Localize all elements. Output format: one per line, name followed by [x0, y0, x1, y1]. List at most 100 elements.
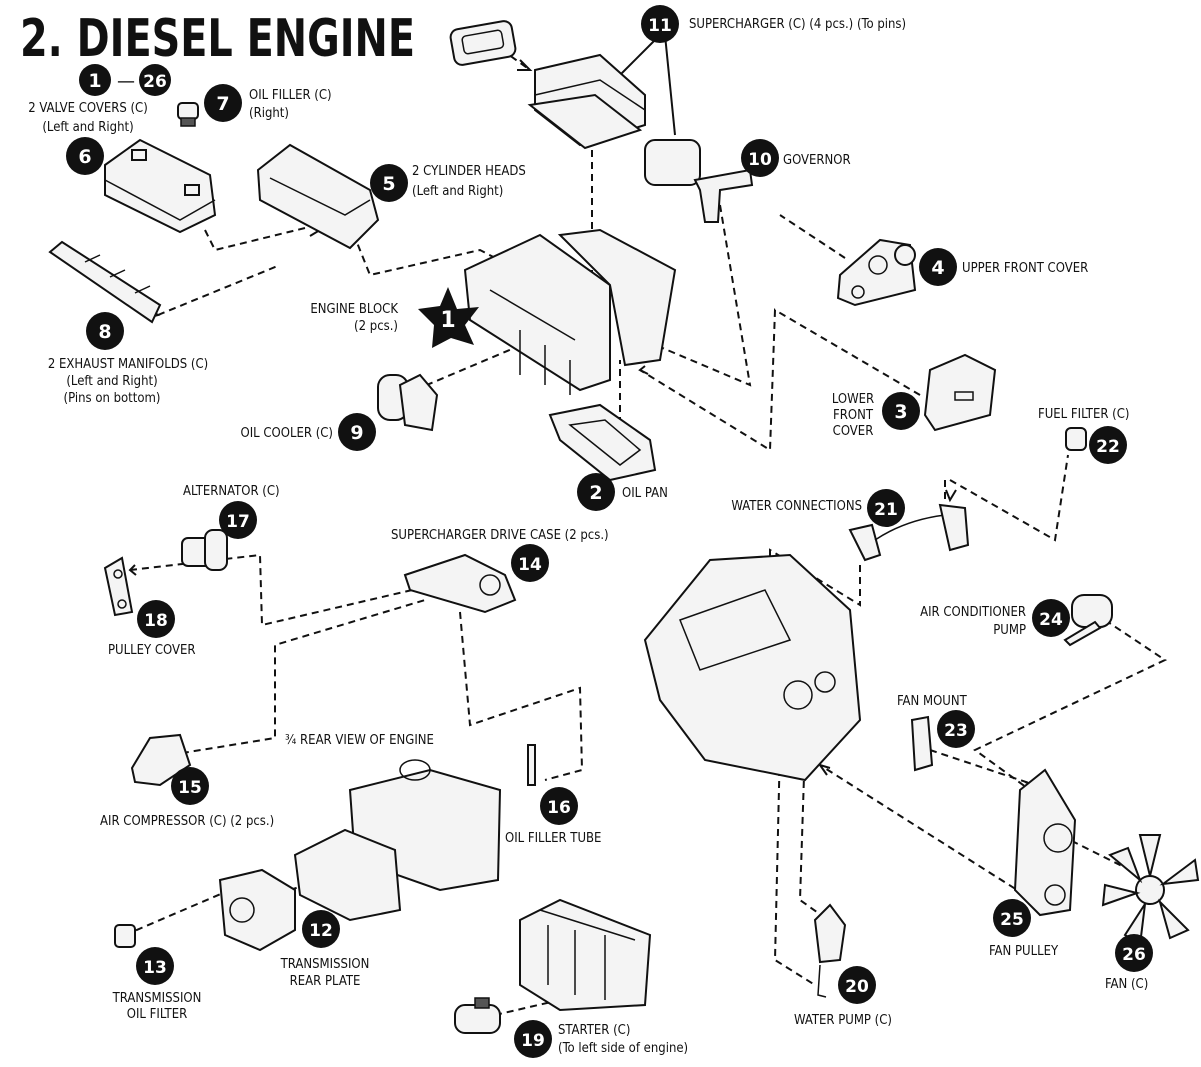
part-16-number: 16 [547, 798, 571, 818]
part-16-label: OIL FILLER TUBE [505, 831, 601, 846]
part-19-number: 19 [521, 1031, 545, 1051]
part-20-number: 20 [845, 977, 869, 997]
part-1-label: ENGINE BLOCK(2 pcs.) [310, 302, 398, 334]
part-6-number: 6 [78, 146, 91, 168]
part-20-label: WATER PUMP (C) [794, 1013, 892, 1028]
part-badges: 1 2 3 4 5 6 7 8 9 10 11 12 13 14 15 16 1… [66, 5, 1153, 1058]
part-21-number: 21 [874, 500, 898, 520]
part-13-badge: 13 [136, 947, 174, 985]
part-15-badge: 15 [171, 767, 209, 805]
part-14-number: 14 [518, 555, 542, 575]
part-23-number: 23 [944, 721, 968, 741]
page-title: 2. DIESEL ENGINE [20, 9, 415, 69]
drawing-exhaust-manifold [48, 240, 162, 324]
part-6-label: 2 VALVE COVERS (C)(Left and Right) [28, 101, 148, 135]
drawing-water-pump [813, 903, 847, 998]
part-8-badge: 8 [86, 312, 124, 350]
part-15-number: 15 [178, 778, 202, 798]
part-18-number: 18 [144, 611, 168, 631]
part-3-badge: 3 [882, 392, 920, 430]
part-13-number: 13 [143, 958, 167, 978]
drawing-fuel-filter [1065, 427, 1087, 451]
range-to: 26 [143, 72, 167, 92]
part-4-badge: 4 [919, 248, 957, 286]
part-1-number: 1 [440, 308, 455, 333]
part-9-number: 9 [350, 422, 363, 444]
drawing-engine-block [463, 228, 677, 395]
part-5-label: 2 CYLINDER HEADS(Left and Right) [412, 164, 526, 199]
part-6-badge: 6 [66, 137, 104, 175]
part-7-label: OIL FILLER (C)(Right) [249, 88, 332, 121]
part-11-badge: 11 [641, 5, 679, 43]
part-16-badge: 16 [540, 787, 578, 825]
drawing-rear-engine [293, 759, 502, 922]
part-22-badge: 22 [1089, 426, 1127, 464]
part-2-label: OIL PAN [622, 486, 668, 501]
part-22-number: 22 [1096, 437, 1120, 457]
part-7-badge: 7 [204, 84, 242, 122]
part-15-label: AIR COMPRESSOR (C) (2 pcs.) [100, 814, 274, 829]
drawing-supercharger-drive-case [403, 553, 517, 614]
part-25-badge: 25 [993, 899, 1031, 937]
part-17-number: 17 [226, 512, 250, 532]
drawing-valve-cover [104, 138, 217, 234]
part-10-badge: 10 [741, 139, 779, 177]
drawing-transmission-rear-plate [218, 868, 296, 952]
part-18-label: PULLEY COVER [108, 643, 196, 658]
part-8-number: 8 [98, 321, 111, 343]
part-22-label: FUEL FILTER (C) [1038, 407, 1129, 422]
drawing-oil-filler [177, 102, 199, 127]
part-10-number: 10 [748, 150, 772, 170]
part-25-number: 25 [1000, 910, 1024, 930]
drawing-fan-pulley [1013, 768, 1077, 917]
part-14-badge: 14 [511, 544, 549, 582]
drawing-oil-filler-tube [527, 744, 536, 786]
drawing-lower-front-cover [923, 353, 997, 432]
drawing-starter-section [519, 898, 652, 1012]
part-5-badge: 5 [370, 164, 408, 202]
part-12-badge: 12 [302, 910, 340, 948]
part-2-badge: 2 [577, 473, 615, 511]
part-3-number: 3 [894, 401, 907, 423]
drawing-upper-front-cover [836, 238, 917, 307]
drawing-starter [454, 997, 501, 1034]
part-7-number: 7 [216, 93, 229, 115]
drawing-governor [693, 168, 754, 223]
part-11-number: 11 [648, 16, 672, 36]
part-1-badge: 1 [418, 287, 479, 348]
part-19-badge: 19 [514, 1020, 552, 1058]
drawing-pulley-cover [103, 556, 134, 617]
part-4-number: 4 [931, 257, 944, 279]
drawing-fan [1101, 834, 1200, 947]
drawing-supercharger-cover [449, 20, 517, 66]
range-dash: — [117, 71, 135, 92]
part-5-number: 5 [382, 173, 395, 195]
part-8-label: 2 EXHAUST MANIFOLDS (C)(Left and Right)(… [48, 357, 208, 406]
part-24-badge: 24 [1032, 599, 1070, 637]
part-21-badge: 21 [867, 489, 905, 527]
range-from: 1 [88, 70, 101, 92]
part-18-badge: 18 [137, 600, 175, 638]
part-17-label: ALTERNATOR (C) [183, 484, 280, 499]
part-11-label: SUPERCHARGER (C) (4 pcs.) (To pins) [689, 17, 906, 32]
part-2-number: 2 [589, 482, 602, 504]
part-26-number: 26 [1122, 945, 1146, 965]
drawing-ac-pump [1063, 594, 1113, 647]
part-9-badge: 9 [338, 413, 376, 451]
drawing-cylinder-head [256, 143, 380, 250]
part-range: 1 — 26 [79, 64, 171, 96]
part-21-label: WATER CONNECTIONS [731, 499, 862, 514]
part-10-label: GOVERNOR [783, 153, 851, 168]
part-26-badge: 26 [1115, 934, 1153, 972]
view-label: ¾ REAR VIEW OF ENGINE [285, 733, 434, 748]
part-26-label: FAN (C) [1105, 977, 1148, 992]
part-20-badge: 20 [838, 966, 876, 1004]
drawing-oil-cooler [377, 373, 439, 432]
drawing-supercharger [527, 53, 701, 186]
part-19-label: STARTER (C)(To left side of engine) [558, 1023, 688, 1056]
